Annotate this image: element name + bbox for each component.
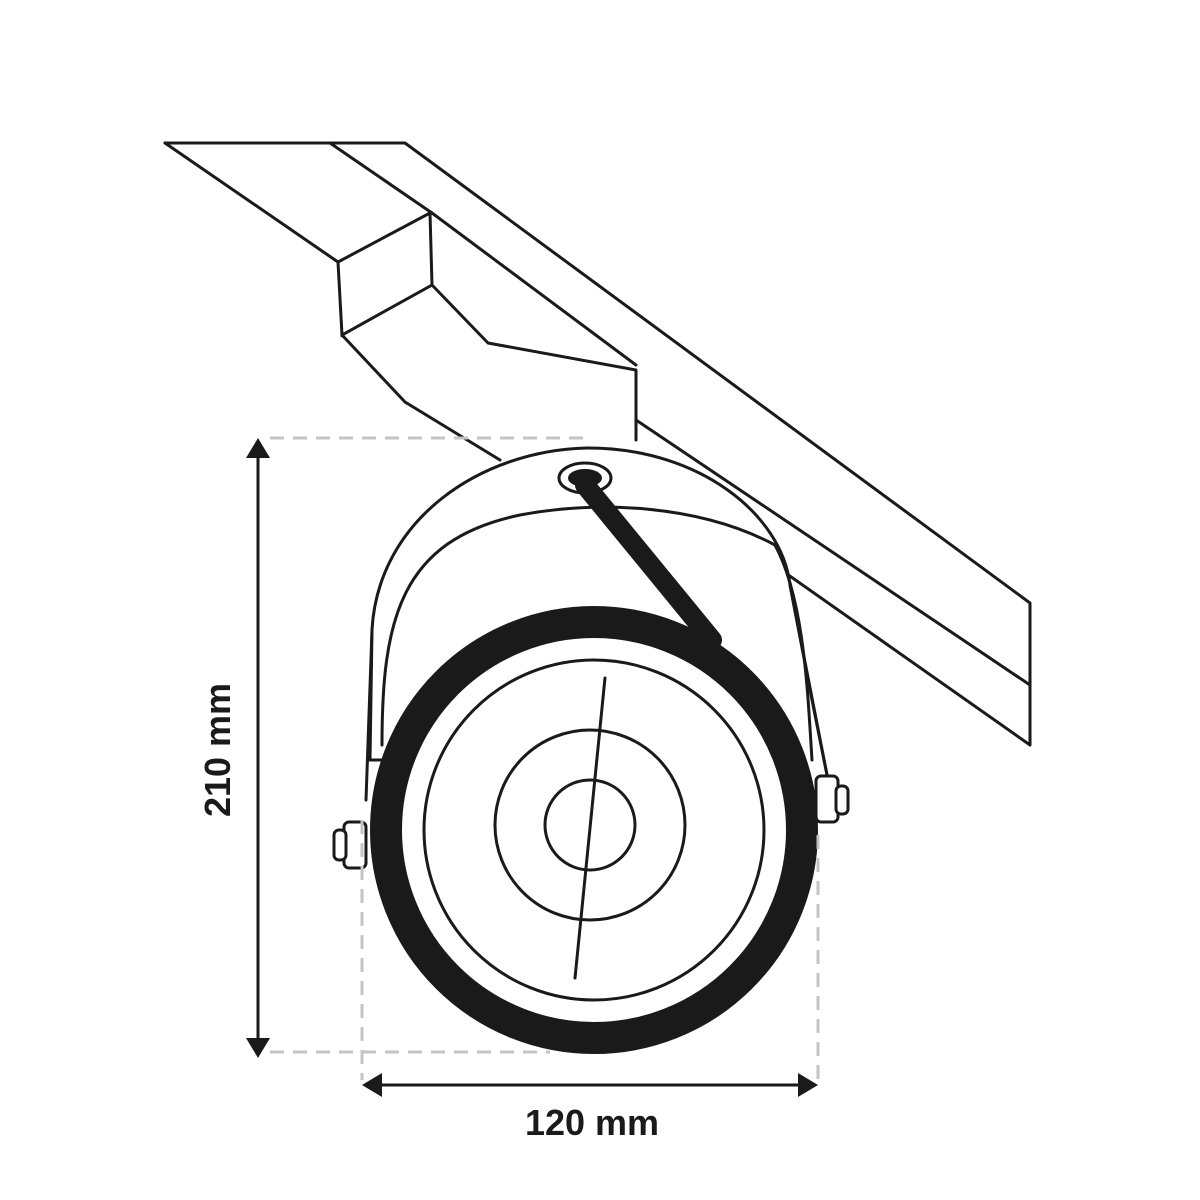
track-rail [163,141,1032,747]
dimension-guides [270,436,820,1080]
lamp-front [370,475,818,1054]
track-adapter [336,210,638,462]
height-dimension-arrow [246,438,270,1058]
width-dimension-arrow [362,1073,818,1097]
width-label: 120 mm [525,1102,659,1143]
side-knob-right [814,774,850,824]
height-label: 210 mm [197,683,238,817]
